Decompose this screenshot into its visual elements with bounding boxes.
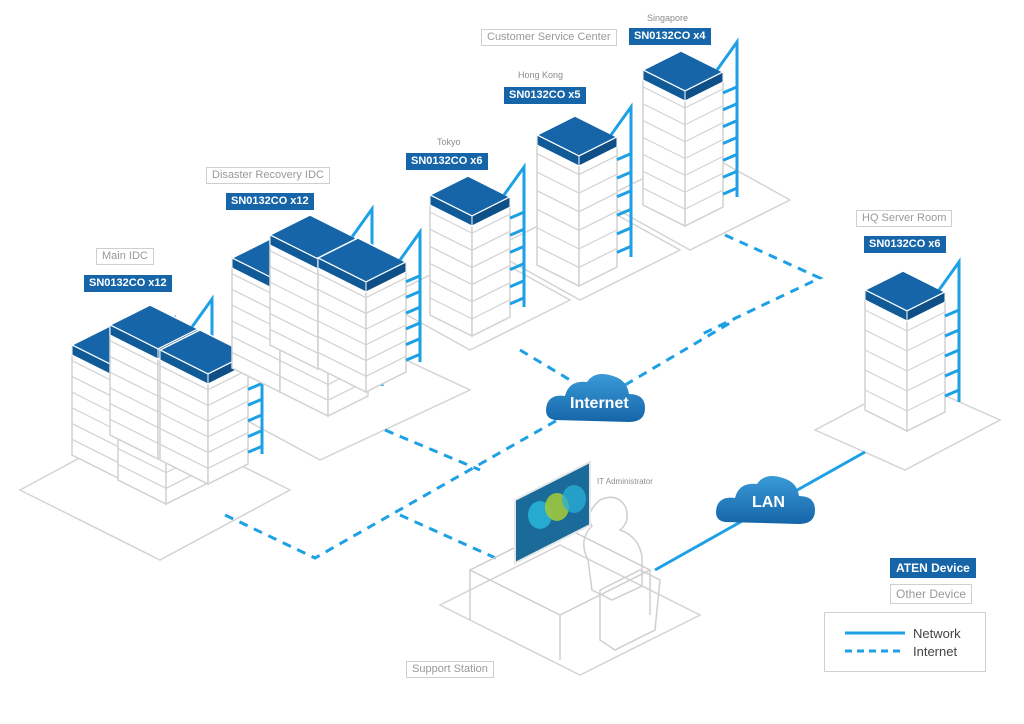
device-badge-hq: SN0132CO x6	[864, 236, 946, 253]
internet-links	[224, 233, 824, 562]
network-cable	[398, 227, 422, 362]
legend-line-samples	[845, 631, 905, 653]
floor-support	[438, 544, 702, 676]
network-cable	[502, 162, 526, 307]
legend-network-label: Network	[913, 626, 961, 641]
internet-link-dr	[384, 428, 481, 472]
device-badge-singapore: SN0132CO x4	[629, 28, 711, 45]
device-badge-main-idc: SN0132CO x12	[84, 275, 172, 292]
internet-link-tokyo	[519, 348, 571, 382]
rack-hq	[863, 257, 961, 433]
device-badge-dr-idc: SN0132CO x12	[226, 193, 314, 210]
support-station	[468, 460, 661, 660]
lan-cloud-label: LAN	[752, 494, 785, 511]
internet-link-sg	[699, 233, 824, 337]
rack-hong-kong	[535, 102, 633, 288]
device-badge-hong-kong: SN0132CO x5	[504, 87, 586, 104]
network-cable	[937, 257, 961, 402]
rack-dr-idc-4	[316, 227, 422, 394]
lan-cloud	[716, 476, 815, 524]
internet-cloud	[546, 374, 645, 422]
admin-figure	[583, 496, 643, 601]
city-label-singapore: Singapore	[647, 13, 689, 23]
rack-singapore	[641, 37, 739, 228]
device-badge-tokyo: SN0132CO x6	[406, 153, 488, 170]
internet-link-main	[224, 408, 576, 560]
monitor-logo-right	[562, 485, 586, 513]
site-label-hq: HQ Server Room	[856, 210, 953, 227]
support-station-label: Support Station	[406, 661, 494, 678]
internet-cloud-label: Internet	[570, 395, 629, 412]
internet-link-support	[399, 513, 501, 562]
rack-tokyo	[428, 162, 526, 338]
site-label-customer-service: Customer Service Center	[481, 29, 617, 46]
legend-box: Network Internet	[824, 612, 986, 672]
legend-other-device: Other Device	[890, 584, 973, 604]
legend-internet-label: Internet	[913, 644, 958, 659]
network-cable	[715, 37, 739, 197]
chair	[599, 569, 661, 651]
internet-link-hk	[624, 318, 736, 387]
site-label-main-idc: Main IDC	[96, 248, 154, 265]
racks	[70, 37, 961, 506]
network-cable	[609, 102, 633, 257]
legend-aten-device: ATEN Device	[890, 558, 976, 578]
it-admin-label: IT Administrator	[597, 477, 653, 486]
site-label-dr-idc: Disaster Recovery IDC	[206, 167, 330, 184]
rack-main-idc-4	[158, 319, 264, 486]
city-label-tokyo: Tokyo	[437, 137, 461, 147]
city-label-hong-kong: Hong Kong	[518, 70, 564, 80]
